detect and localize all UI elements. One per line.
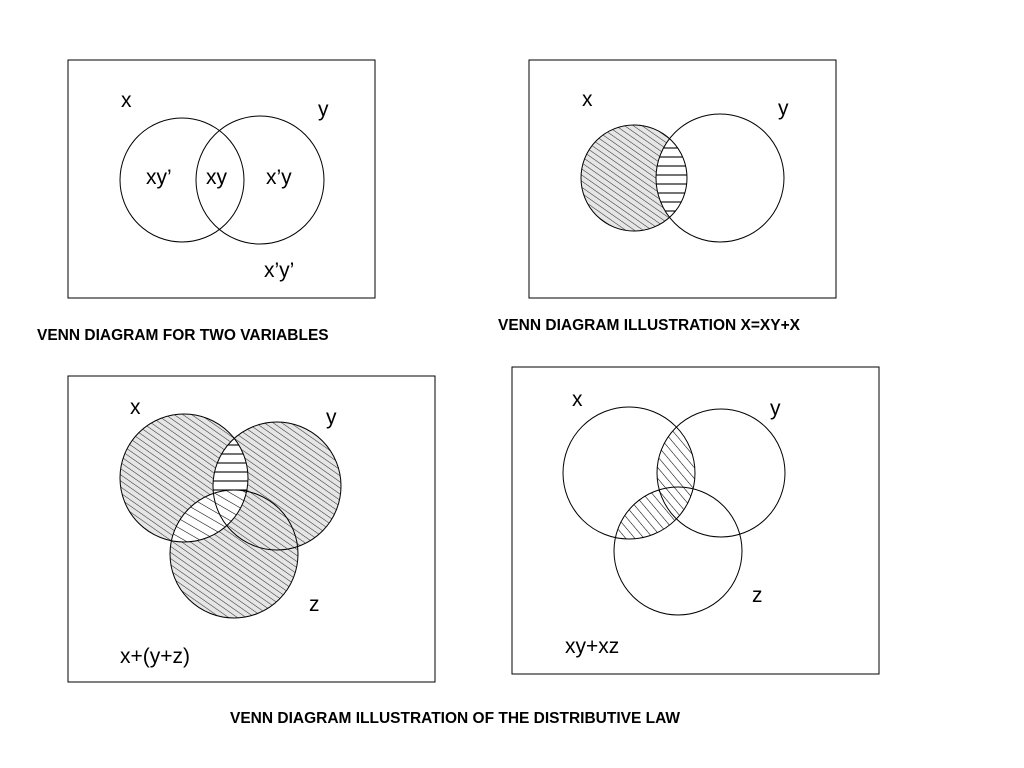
circle-x <box>119 117 245 243</box>
region-label-xy: xy <box>206 166 228 189</box>
shaded-region-x <box>581 125 687 231</box>
circle-y <box>656 408 786 538</box>
label-z: z <box>752 584 763 607</box>
circle-z <box>613 486 743 616</box>
panel-distributive: x y z xy+xz <box>511 366 880 675</box>
panel-union: x y z x+(y+z) <box>67 375 436 683</box>
label-y: y <box>318 98 329 121</box>
panel-frame <box>67 59 376 299</box>
circle-z <box>169 489 299 619</box>
caption-distributive-law: VENN DIAGRAM ILLUSTRATION OF THE DISTRIB… <box>230 710 680 727</box>
panel-frame <box>511 366 880 675</box>
shaded-region-xz <box>170 490 248 542</box>
label-z: z <box>309 593 320 616</box>
region-label-xy-prime: xy’ <box>146 166 172 189</box>
region-label-x-prime-y-prime: x’y’ <box>264 259 294 282</box>
panel-frame <box>528 59 837 299</box>
panel-absorption: x y <box>528 59 837 299</box>
label-x: x <box>121 89 132 112</box>
panel-frame <box>67 375 436 683</box>
circle-x <box>119 413 249 543</box>
circle-y <box>655 113 785 243</box>
label-y: y <box>778 97 789 120</box>
label-x: x <box>582 88 593 111</box>
shaded-region-xz <box>614 487 695 539</box>
caption-two-variables: VENN DIAGRAM FOR TWO VARIABLES <box>37 327 329 344</box>
label-y: y <box>326 406 337 429</box>
circle-x <box>562 406 696 540</box>
label-y: y <box>770 397 781 420</box>
region-label-x-prime-y: x’y <box>266 166 292 189</box>
circle-y <box>195 115 325 245</box>
caption-absorption: VENN DIAGRAM ILLUSTRATION X=XY+X <box>498 317 801 334</box>
circle-x <box>580 124 688 232</box>
circle-y <box>212 421 342 551</box>
label-x: x <box>572 388 583 411</box>
shaded-region-xy <box>656 125 687 231</box>
expression-label: xy+xz <box>565 635 619 658</box>
expression-label: x+(y+z) <box>120 645 190 668</box>
panel-two-variables: x y xy’ xy x’y x’y’ <box>67 59 376 299</box>
label-x: x <box>130 396 141 419</box>
